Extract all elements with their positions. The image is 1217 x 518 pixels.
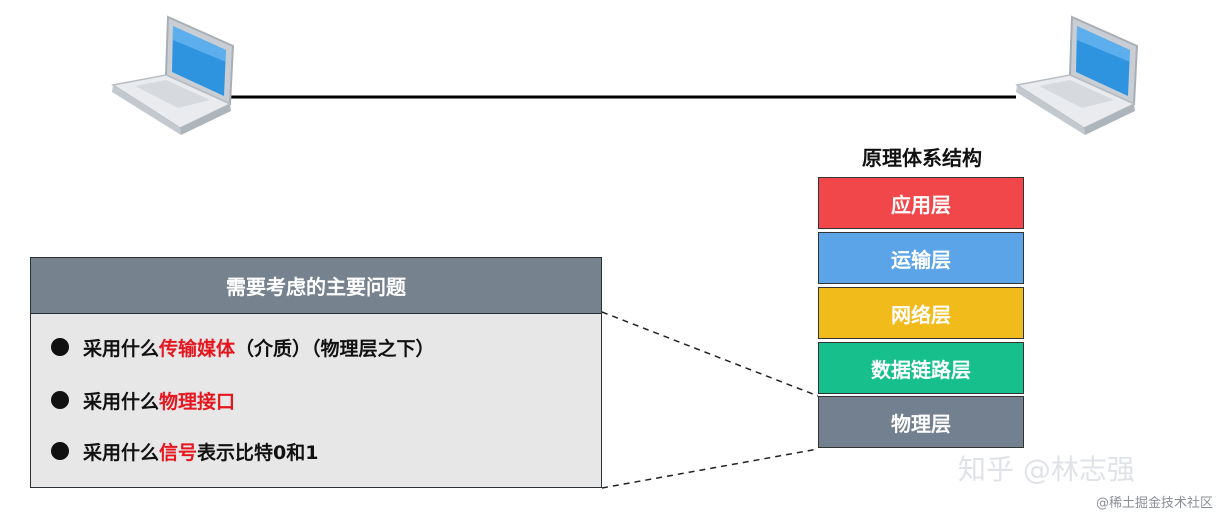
layer-physical: 物理层 [818,396,1024,448]
issue-prefix: 采用什么 [83,441,160,464]
bullet-icon [51,442,69,460]
issue-highlight: 传输媒体 [159,337,236,360]
watermark-sub: @稀土掘金技术社区 [1095,496,1213,511]
issue-highlight: 物理接口 [159,390,236,413]
issue-prefix: 采用什么 [83,390,160,413]
layer-application: 应用层 [818,177,1024,229]
bullet-icon [51,391,69,409]
issue-highlight: 信号 [159,441,198,464]
layer-network: 网络层 [818,287,1024,339]
layer-data-link: 数据链路层 [818,342,1024,394]
callout-line-top [601,311,819,397]
bullet-icon [51,338,69,356]
issue-item: 采用什么物理接口 [51,385,235,415]
stack-title: 原理体系结构 [862,146,982,170]
issue-suffix: 表示比特0和1 [197,441,319,464]
laptop-icon [111,15,235,135]
issue-prefix: 采用什么 [83,337,160,360]
panel-title: 需要考虑的主要问题 [31,258,601,314]
layer-transport: 运输层 [818,232,1024,284]
laptop-icon [1015,15,1139,135]
watermark-main: 知乎 @林志强 [958,453,1135,486]
issue-item: 采用什么传输媒体（介质）（物理层之下） [51,332,435,362]
callout-line-bottom [601,448,819,489]
issue-suffix: （介质）（物理层之下） [235,337,435,360]
issues-panel: 需要考虑的主要问题 采用什么传输媒体（介质）（物理层之下） 采用什么物理接口 采… [30,257,602,488]
issue-item: 采用什么信号表示比特0和1 [51,436,318,466]
